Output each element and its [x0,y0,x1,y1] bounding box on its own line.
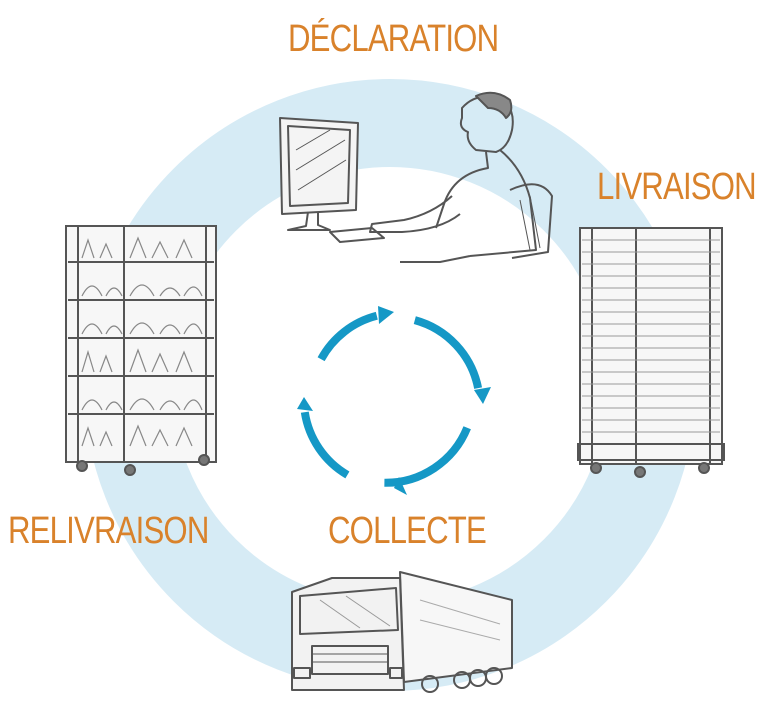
stage-label-relivraison: RELIVRAISON [8,510,209,552]
stage-label-collecte: COLLECTE [328,510,487,552]
stage-label-livraison: LIVRAISON [597,166,757,208]
empty-roll-cage-icon [577,227,725,478]
truck-icon [291,571,513,693]
person-at-computer-icon [279,91,553,263]
stage-label-declaration: DÉCLARATION [288,18,499,60]
cycle-arrows-icon [297,306,491,495]
full-roll-cage-icon [65,225,217,476]
